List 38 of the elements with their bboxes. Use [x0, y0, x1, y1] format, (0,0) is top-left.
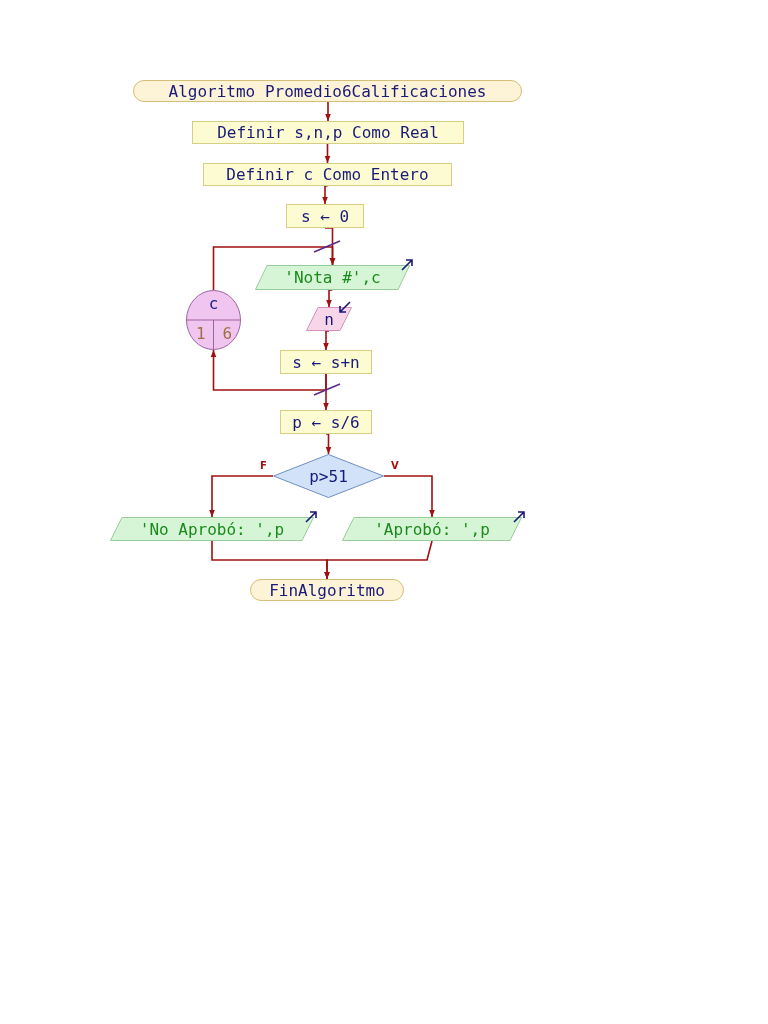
node-text: n	[324, 309, 334, 329]
arrow	[324, 540, 433, 580]
node-text: s ← s+n	[292, 352, 360, 372]
edge-label: V	[390, 460, 400, 471]
arrow	[325, 433, 332, 455]
loop-variable: c	[207, 294, 220, 314]
node-text: FinAlgoritmo	[269, 580, 385, 600]
loop-ellipse	[186, 290, 241, 350]
terminal-box	[250, 579, 404, 601]
process-box	[203, 163, 452, 186]
edge-label: F	[259, 460, 268, 471]
process-box	[286, 204, 364, 228]
arrow	[323, 330, 330, 351]
node-text: 'Aprobó: ',p	[374, 519, 490, 539]
arrow	[210, 349, 327, 391]
arrow	[325, 101, 331, 122]
process-box	[280, 410, 372, 434]
arrow	[322, 185, 329, 205]
arrow	[324, 143, 331, 164]
node-text: p>51	[309, 466, 348, 486]
node-text: p ← s/6	[292, 412, 360, 432]
node-text: s ← 0	[300, 206, 350, 226]
process-box	[192, 121, 464, 144]
node-text: Definir s,n,p Como Real	[217, 123, 439, 142]
arrow	[323, 373, 329, 411]
arrow	[326, 289, 334, 308]
terminal-box	[133, 80, 522, 102]
loop-bound: 1	[194, 324, 207, 344]
process-box	[280, 350, 372, 374]
node-text: Algoritmo Promedio6Calificaciones	[168, 81, 487, 101]
arrow	[212, 246, 336, 291]
decision-diamond	[273, 454, 384, 498]
node-text: 'No Aprobó: ',p	[139, 519, 285, 539]
node-text: 'Nota #',c	[284, 268, 381, 287]
loop-bound: 6	[221, 324, 234, 344]
arrow	[209, 475, 274, 518]
node-text: Definir c Como Entero	[226, 165, 429, 184]
arrow	[383, 475, 435, 518]
